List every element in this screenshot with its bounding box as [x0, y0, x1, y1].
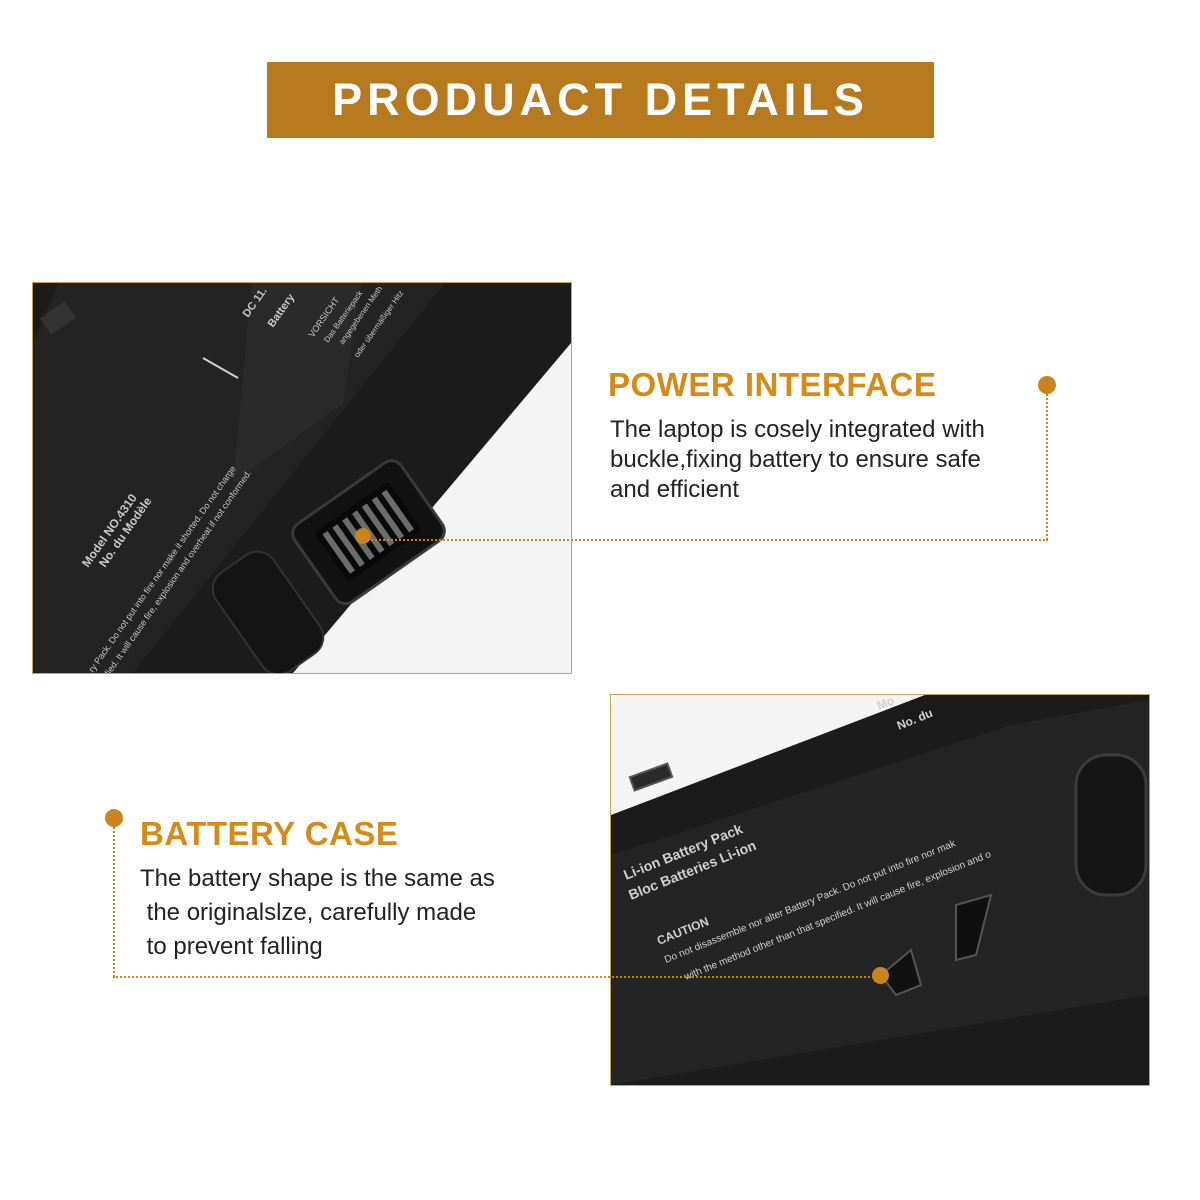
power-desc-line: The laptop is cosely integrated with [610, 416, 985, 443]
battery-case-illustration: Li-ion Battery Pack Bloc Batteries Li-io… [611, 695, 1149, 1085]
case-desc-line: to prevent falling [140, 933, 323, 960]
power-interface-description: The laptop is cosely integrated with buc… [610, 415, 985, 505]
callout-dot [1038, 376, 1056, 394]
power-interface-heading: POWER INTERFACE [608, 366, 937, 403]
battery-case-photo: Li-ion Battery Pack Bloc Batteries Li-io… [610, 694, 1150, 1086]
battery-connector-photo: Model NO.4310 No. du Modèle DC 11. Batte… [32, 282, 572, 674]
callout-dot [355, 528, 371, 544]
callout-leader-line [113, 827, 115, 977]
case-desc-line: the originalslze, carefully made [140, 899, 477, 926]
case-desc-line: The battery shape is the same as [140, 865, 495, 892]
callout-leader-line [1046, 394, 1048, 540]
title-banner: PRODUACT DETAILS [267, 62, 934, 138]
model-label-2: Mo [875, 695, 896, 713]
callout-leader-line [364, 539, 1048, 541]
callout-dot [105, 809, 123, 827]
battery-connector-illustration: Model NO.4310 No. du Modèle DC 11. Batte… [33, 283, 571, 673]
banner-title: PRODUACT DETAILS [332, 74, 869, 125]
battery-case-heading: BATTERY CASE [140, 815, 399, 852]
callout-dot [872, 967, 889, 984]
power-desc-line: buckle,fixing battery to ensure safe [610, 446, 981, 473]
battery-case-description: The battery shape is the same as the ori… [140, 862, 495, 964]
callout-leader-line [113, 976, 881, 978]
power-desc-line: and efficient [610, 476, 739, 503]
